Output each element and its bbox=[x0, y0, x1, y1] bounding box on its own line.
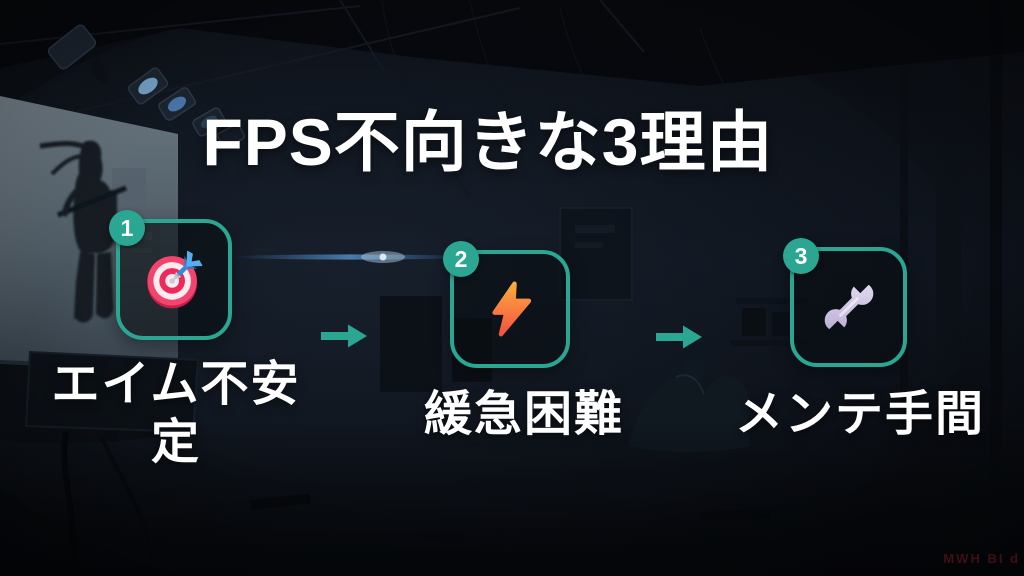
arrow-right-icon bbox=[656, 325, 702, 349]
target-dart-icon bbox=[147, 249, 203, 308]
step-label: 緩急困難 bbox=[423, 388, 624, 441]
arrow-right-icon bbox=[321, 324, 367, 348]
step-card-1: 1 bbox=[109, 210, 232, 340]
step-card-2: 2 bbox=[443, 241, 570, 368]
wrench-icon bbox=[816, 275, 881, 339]
step-number-badge: 3 bbox=[783, 238, 819, 274]
watermark-text: MWH BI d bbox=[943, 551, 1020, 566]
step-number-badge: 2 bbox=[443, 241, 479, 277]
lightning-bolt-icon bbox=[492, 281, 532, 337]
step-card-3: 3 bbox=[783, 238, 907, 367]
step-number-badge: 1 bbox=[109, 210, 145, 246]
step-label: エイム不安定 bbox=[51, 358, 301, 469]
slide-title: FPS不向きな3理由 bbox=[202, 105, 774, 179]
step-label: メンテ手間 bbox=[734, 388, 985, 441]
